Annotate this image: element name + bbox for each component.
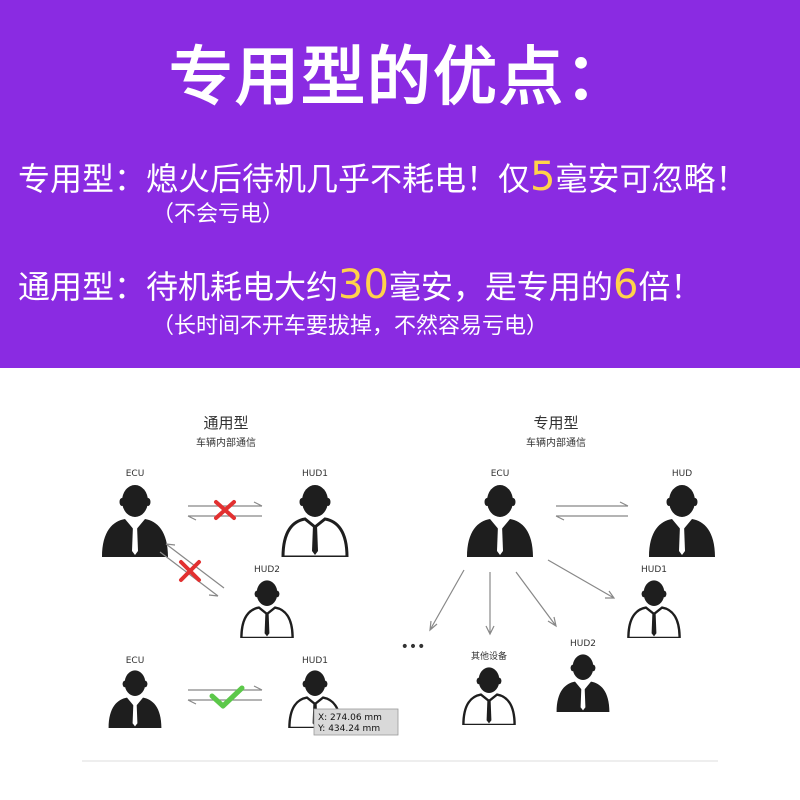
generic-current-value: 30 bbox=[338, 262, 389, 308]
right-other-label: 其他设备 bbox=[471, 650, 507, 662]
red-cross-icon bbox=[179, 560, 201, 582]
dedicated-claim-text: 专用型：熄火后待机几乎不耗电！仅 bbox=[18, 160, 531, 198]
right-subtitle: 车辆内部通信 bbox=[526, 436, 586, 449]
right-other-person-icon bbox=[461, 665, 517, 725]
right-hud-person-icon bbox=[649, 485, 715, 557]
left-ecu-top-person-icon bbox=[102, 485, 168, 557]
diagram-baseline bbox=[82, 760, 718, 762]
generic-claim-mid: 毫安，是专用的 bbox=[388, 268, 613, 306]
left-hud1-top-person-icon bbox=[281, 483, 349, 557]
right-top-arrows bbox=[555, 501, 629, 521]
red-cross-icon bbox=[214, 500, 236, 520]
right-hud1-person-icon bbox=[626, 578, 682, 638]
generic-claim-line: 通用型：待机耗电大约30毫安，是专用的6倍！ bbox=[18, 264, 702, 308]
left-hud2-person-icon bbox=[239, 578, 295, 638]
generic-claim-suffix: 倍！ bbox=[638, 268, 703, 306]
measure-y: Y: 434.24 mm bbox=[317, 724, 380, 734]
dedicated-note: （不会亏电） bbox=[152, 202, 285, 227]
right-hud1-label: HUD1 bbox=[641, 565, 667, 575]
communication-diagram: 通用型 车辆内部通信 ECU HUD1 HUD2 ECU HUD1 X: 274… bbox=[102, 415, 715, 736]
left-ecu-top-label: ECU bbox=[126, 469, 145, 479]
left-hud2-label: HUD2 bbox=[254, 565, 280, 575]
dedicated-claim-suffix: 毫安可忽略！ bbox=[555, 160, 748, 198]
banner-title: 专用型的优点： bbox=[169, 41, 631, 115]
right-ecu-label: ECU bbox=[491, 469, 510, 479]
right-ecu-person-icon bbox=[467, 485, 533, 557]
left-ecu-bottom-label: ECU bbox=[126, 656, 145, 666]
dedicated-claim-line: 专用型：熄火后待机几乎不耗电！仅5毫安可忽略！ bbox=[18, 156, 747, 200]
right-hud2-person-icon bbox=[556, 654, 610, 712]
left-bottom-arrows bbox=[187, 685, 263, 705]
promo-banner: 专用型的优点： 专用型：熄火后待机几乎不耗电！仅5毫安可忽略！ （不会亏电） 通… bbox=[0, 0, 800, 368]
left-title: 通用型 bbox=[203, 415, 248, 432]
left-hud1-top-label: HUD1 bbox=[302, 469, 328, 479]
left-top-arrows bbox=[187, 501, 263, 521]
generic-note: （长时间不开车要拔掉，不然容易亏电） bbox=[152, 314, 549, 339]
right-hud2-label: HUD2 bbox=[570, 639, 596, 649]
left-hud1-bottom-label: HUD1 bbox=[302, 656, 328, 666]
generic-multiplier-value: 6 bbox=[612, 262, 639, 308]
right-hud-label: HUD bbox=[672, 469, 692, 479]
measure-tooltip: X: 274.06 mm Y: 434.24 mm bbox=[313, 708, 399, 736]
measure-x: X: 274.06 mm bbox=[318, 713, 382, 723]
right-title: 专用型 bbox=[533, 415, 578, 432]
generic-claim-text: 通用型：待机耗电大约 bbox=[18, 268, 339, 306]
right-ellipsis: ••• bbox=[401, 639, 426, 655]
green-check-icon bbox=[209, 685, 245, 709]
left-ecu-bottom-person-icon bbox=[108, 670, 162, 728]
left-subtitle: 车辆内部通信 bbox=[196, 436, 256, 449]
dedicated-current-value: 5 bbox=[530, 154, 556, 200]
right-branch-arrows bbox=[429, 559, 616, 636]
